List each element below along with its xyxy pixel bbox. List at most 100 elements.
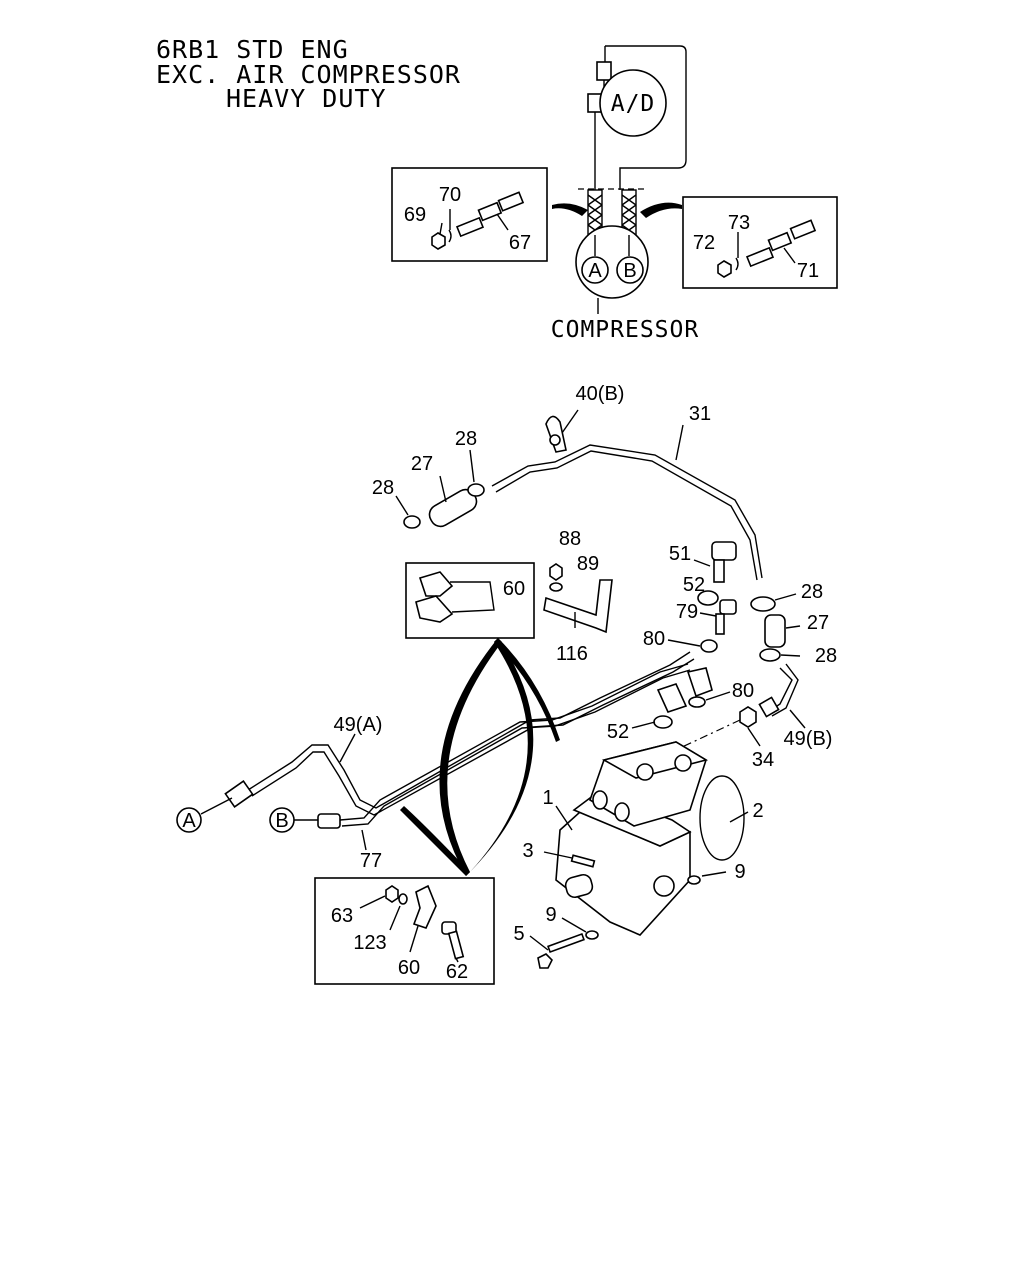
callout-73: 73 — [728, 212, 750, 234]
header-line-1: 6RB1 STD ENG — [156, 35, 349, 64]
nut-69 — [431, 232, 446, 250]
return-line — [605, 45, 687, 190]
callout-1: 1 — [542, 787, 553, 809]
nut-88 — [549, 563, 563, 581]
callout-70: 70 — [439, 184, 461, 206]
compressor-body: 9 2 1 3 9 5 — [513, 741, 764, 969]
callout-28-d: 28 — [815, 645, 837, 667]
port-a-label: A — [588, 260, 602, 282]
detail-box-right: 72 73 71 — [682, 196, 838, 289]
detail-box-left: 69 70 67 — [391, 167, 548, 262]
upper-pipe-assembly: 40(B) 31 28 27 28 — [372, 383, 763, 581]
connector-a-label: A — [182, 810, 196, 832]
washer-52b — [653, 715, 673, 729]
clamp-40b — [545, 415, 567, 453]
callout-80-a: 80 — [643, 628, 665, 650]
gasket-2 — [699, 775, 745, 861]
callout-60-a: 60 — [503, 578, 525, 600]
callout-51: 51 — [669, 543, 691, 565]
header-line-2: EXC. AIR COMPRESSOR — [156, 60, 461, 89]
washer-123 — [398, 893, 408, 905]
callout-9-b: 9 — [545, 904, 556, 926]
connector-a-circle — [176, 807, 202, 833]
callout-116: 116 — [556, 643, 588, 665]
callout-3: 3 — [522, 840, 533, 862]
callout-88: 88 — [559, 528, 581, 550]
clamp-28-upper-right — [467, 483, 485, 497]
callout-60-b: 60 — [398, 957, 420, 979]
header-line-3: HEAVY DUTY — [226, 84, 387, 113]
nut-34 — [739, 706, 757, 728]
connector-markers: A B — [176, 797, 318, 833]
washer-80a — [700, 639, 718, 653]
connector-b-label: B — [275, 810, 288, 832]
clamp-60b — [415, 595, 454, 623]
callout-67: 67 — [509, 232, 531, 254]
callout-28-b: 28 — [372, 477, 394, 499]
pointer-left — [552, 203, 588, 216]
port-a-circle — [581, 256, 609, 284]
callout-77: 77 — [360, 850, 382, 872]
compressor-label: COMPRESSOR — [551, 317, 699, 343]
banjo-bolt-51 — [711, 541, 737, 561]
callout-80-b: 80 — [732, 680, 754, 702]
callout-63: 63 — [331, 905, 353, 927]
nut-63 — [385, 885, 399, 903]
callout-5: 5 — [513, 923, 524, 945]
washer-89 — [549, 582, 563, 592]
callout-28-a: 28 — [455, 428, 477, 450]
callout-28-c: 28 — [801, 581, 823, 603]
callout-27-b: 27 — [807, 612, 829, 634]
callout-79: 79 — [676, 601, 698, 623]
union-67a — [455, 216, 485, 238]
clamp-60-lower — [412, 884, 437, 929]
clamp-28-upper-left — [403, 515, 421, 529]
detail-box-60-upper: 60 — [405, 562, 535, 639]
drive-shaft — [564, 873, 594, 899]
callout-89: 89 — [577, 553, 599, 575]
callout-2: 2 — [752, 800, 763, 822]
nut-72 — [717, 260, 732, 278]
callout-40b: 40(B) — [576, 383, 625, 405]
port-b-label: B — [623, 260, 636, 282]
fitting-top — [596, 61, 612, 81]
ring-73 — [735, 257, 739, 271]
union-71 — [789, 219, 817, 240]
right-hose-group: 28 27 28 49(B) 34 — [679, 581, 837, 771]
ring-70 — [448, 229, 452, 243]
union-67b — [497, 191, 525, 212]
callout-49b: 49(B) — [784, 728, 833, 750]
washer-52a — [697, 590, 719, 606]
right-fittings: 51 52 79 80 80 52 — [607, 541, 754, 743]
callout-69: 69 — [404, 204, 426, 226]
callout-31: 31 — [689, 403, 711, 425]
bolt-5 — [547, 932, 585, 954]
bracket-116: 88 89 116 — [543, 528, 613, 665]
clamp-28-d — [759, 648, 781, 662]
pipe-77 — [339, 663, 689, 821]
pointer-right — [640, 202, 682, 218]
callout-71: 71 — [797, 260, 819, 282]
pipe-49a — [247, 651, 691, 809]
air-dryer-circle — [599, 69, 667, 137]
detail-box-60-lower: 63 123 60 62 — [314, 877, 495, 985]
clamp-28-c — [750, 596, 776, 612]
elbow-fitting — [686, 667, 713, 698]
callout-27-a: 27 — [411, 453, 433, 475]
callout-9-a: 9 — [734, 861, 745, 883]
callout-72: 72 — [693, 232, 715, 254]
callout-52-b: 52 — [607, 721, 629, 743]
callout-49a: 49(A) — [334, 714, 383, 736]
washer-9-right — [687, 875, 701, 885]
long-pipes: 49(A) 77 — [224, 651, 695, 872]
callout-34: 34 — [752, 749, 774, 771]
callout-62: 62 — [446, 961, 468, 983]
washer-9-left — [585, 930, 599, 940]
callout-52-a: 52 — [683, 574, 705, 596]
ad-schematic: A/D A B COMPRESSOR — [551, 45, 699, 343]
bolt-79 — [719, 599, 737, 615]
callout-123: 123 — [353, 932, 386, 954]
air-dryer-label: A/D — [611, 91, 656, 117]
fitting-77-end — [317, 813, 341, 829]
